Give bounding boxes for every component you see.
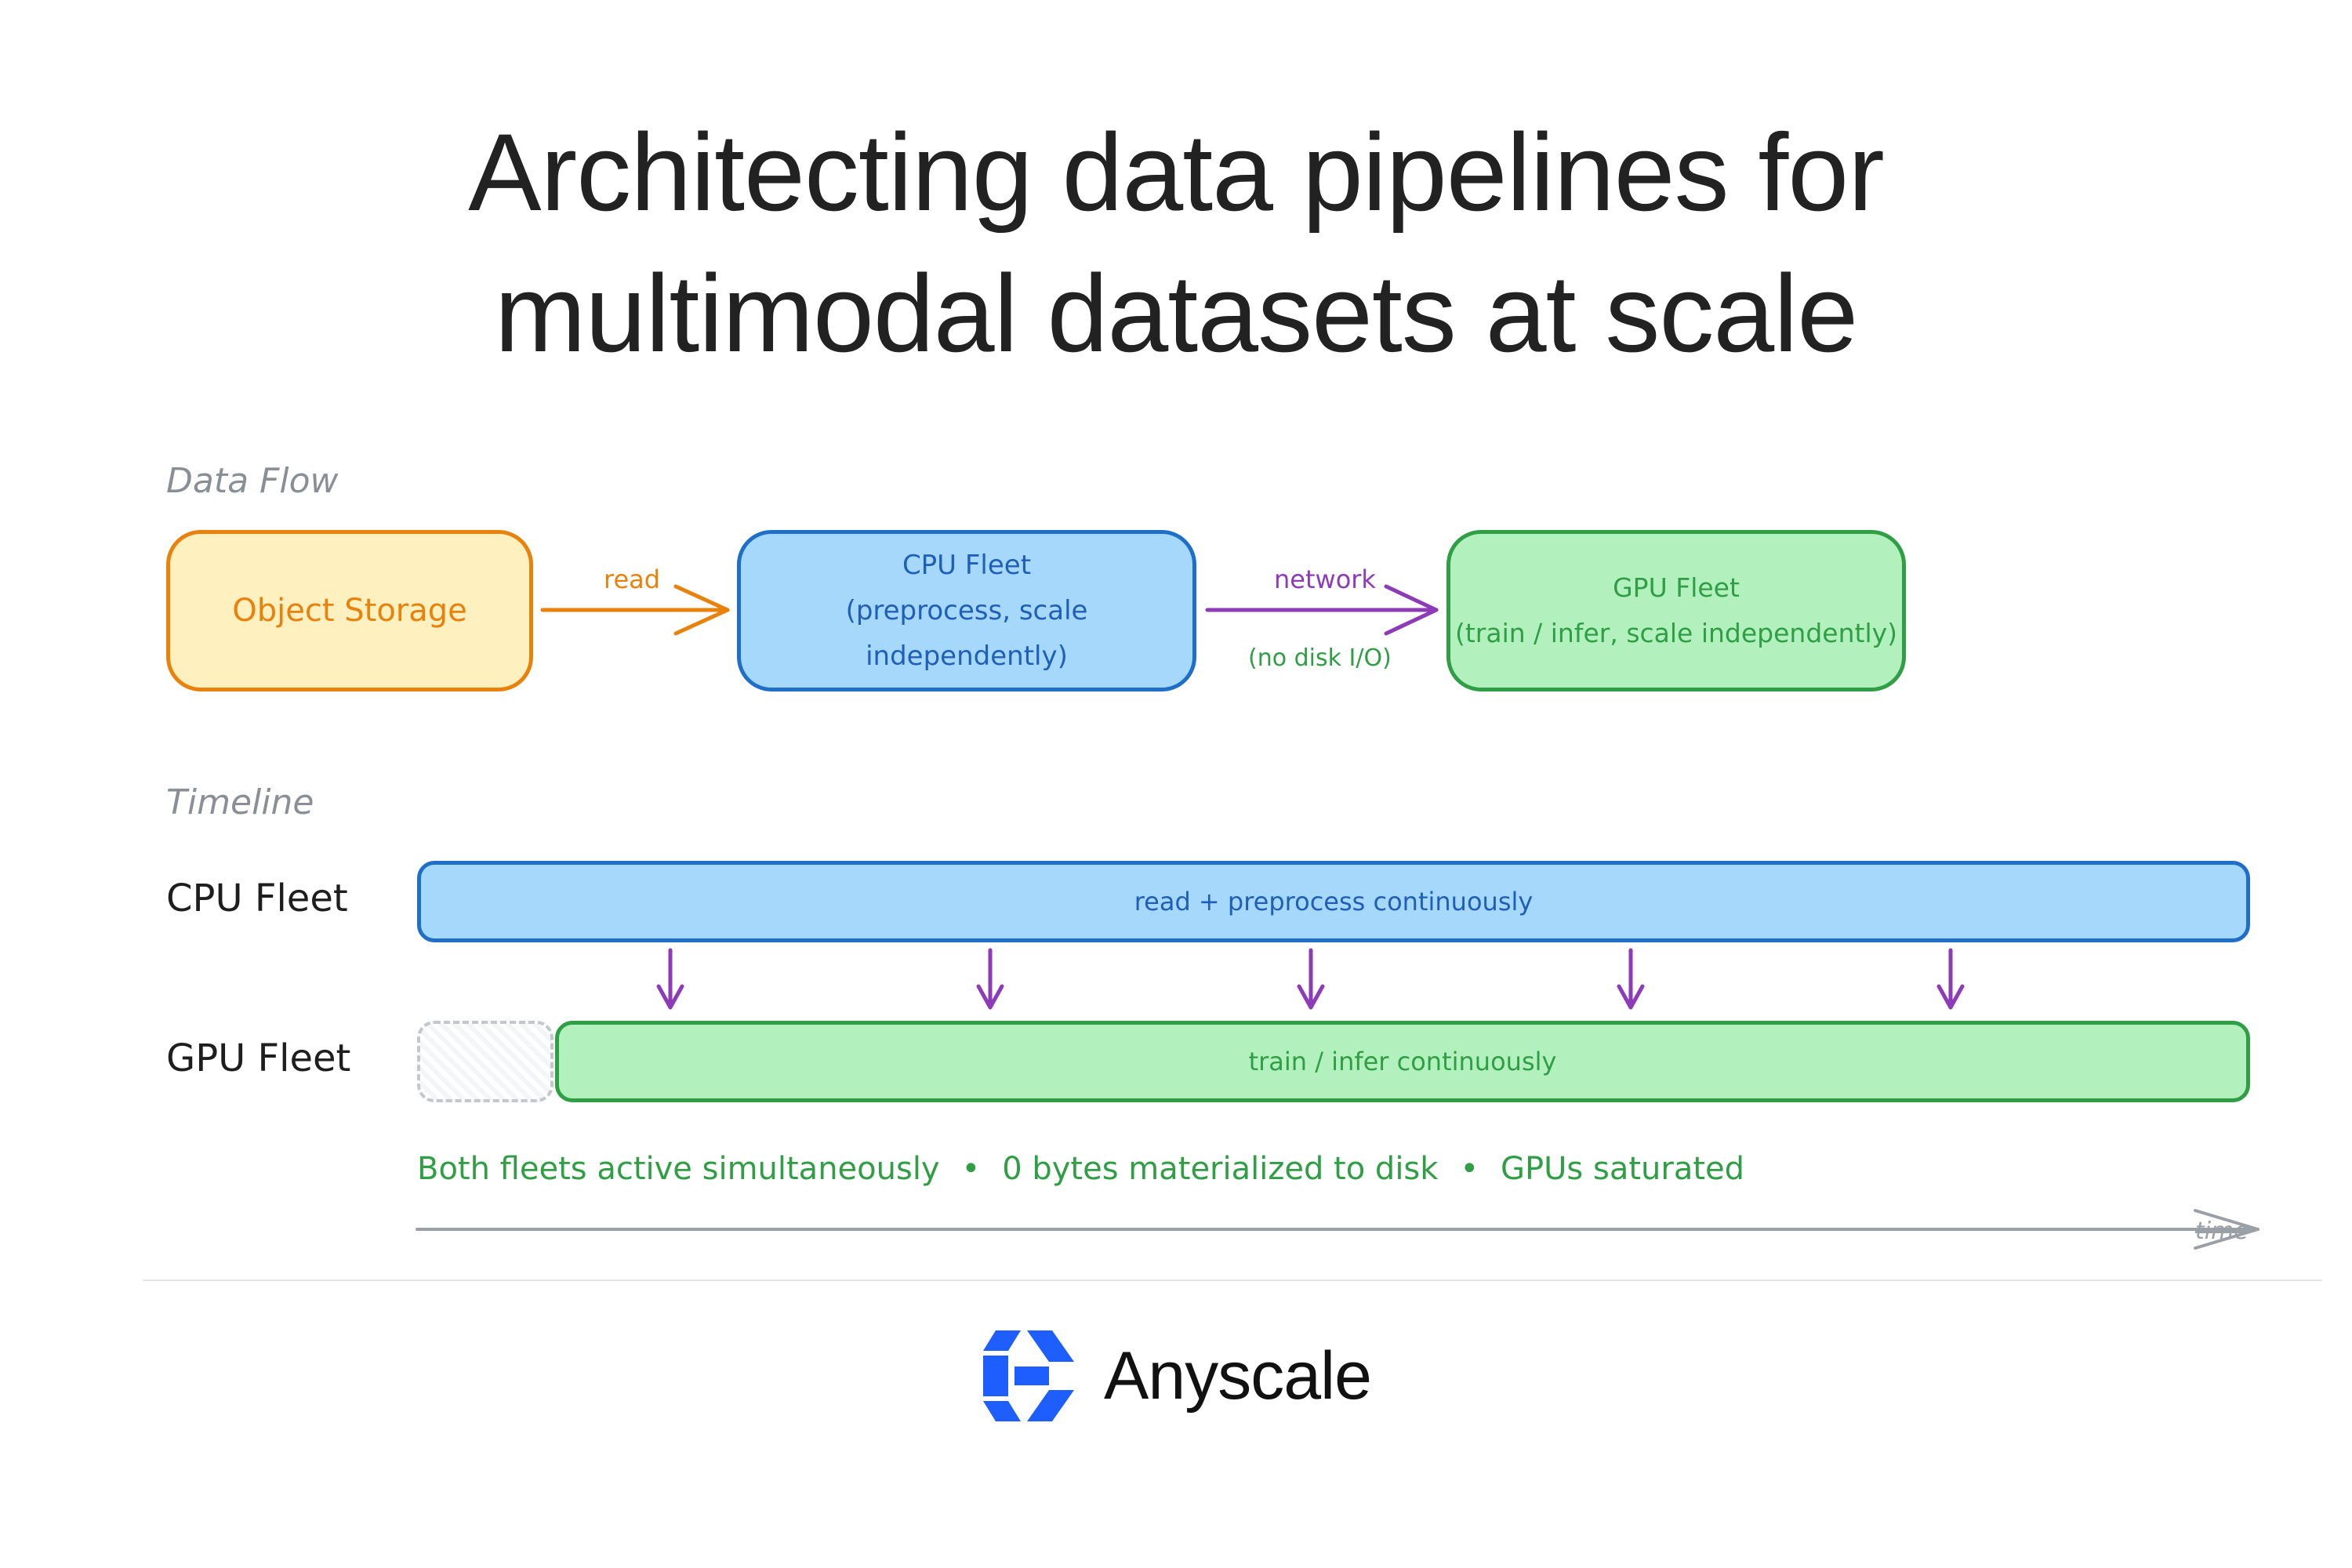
gpu-fleet-node-desc: (train / infer, scale independently) xyxy=(1454,618,1898,648)
gpu-bar-label: train / infer continuously xyxy=(1248,1047,1557,1076)
timeline-cpu-row-label: CPU Fleet xyxy=(166,877,348,920)
gpu-timeline-bar: train / infer continuously xyxy=(555,1021,2250,1102)
cpu-fleet-node-title: CPU Fleet xyxy=(902,550,1032,581)
down-arrow xyxy=(1936,948,1965,1010)
summary-item: Both fleets active simultaneously xyxy=(417,1151,940,1187)
timeline-summary: Both fleets active simultaneously • 0 byte… xyxy=(417,1151,1744,1187)
summary-separator: • xyxy=(1460,1151,1479,1187)
footer-brand: Anyscale xyxy=(980,1325,1372,1427)
page-title: Architecting data pipelines for multimod… xyxy=(0,102,2352,384)
down-arrow xyxy=(976,948,1004,1010)
cpu-timeline-bar: read + preprocess continuously xyxy=(417,861,2250,942)
timeline-label: Timeline xyxy=(166,782,314,822)
read-edge-label: read xyxy=(604,564,661,594)
gpu-fleet-node: GPU Fleet (train / infer, scale independ… xyxy=(1446,530,1906,691)
summary-item: 0 bytes materialized to disk xyxy=(1002,1151,1439,1187)
cpu-fleet-node-desc: (preprocess, scale independently) xyxy=(845,595,1088,672)
object-storage-label: Object Storage xyxy=(232,593,467,629)
brand-name: Anyscale xyxy=(1104,1338,1372,1414)
down-arrow xyxy=(656,948,684,1010)
down-arrow xyxy=(1617,948,1645,1010)
object-storage-node: Object Storage xyxy=(166,530,533,691)
gpu-idle-placeholder xyxy=(417,1021,554,1102)
summary-separator: • xyxy=(961,1151,981,1187)
cpu-bar-label: read + preprocess continuously xyxy=(1134,887,1534,916)
time-axis-label: time xyxy=(2195,1218,2249,1245)
anyscale-logo-icon xyxy=(983,1330,1074,1421)
network-edge-label: network xyxy=(1274,564,1376,594)
time-axis xyxy=(416,1209,2259,1250)
timeline-gpu-row-label: GPU Fleet xyxy=(166,1036,351,1080)
no-disk-io-label: (no disk I/O) xyxy=(1248,644,1392,672)
footer-divider xyxy=(143,1279,2322,1281)
down-arrow xyxy=(1297,948,1325,1010)
gpu-fleet-node-title: GPU Fleet xyxy=(1613,572,1740,603)
timeline-down-arrows xyxy=(656,948,1965,1010)
data-flow-label: Data Flow xyxy=(166,461,339,501)
cpu-fleet-node: CPU Fleet (preprocess, scale independent… xyxy=(737,530,1196,691)
title-line-2: multimodal datasets at scale xyxy=(494,252,1858,375)
title-line-1: Architecting data pipelines for xyxy=(468,111,1885,234)
summary-item: GPUs saturated xyxy=(1501,1151,1745,1187)
